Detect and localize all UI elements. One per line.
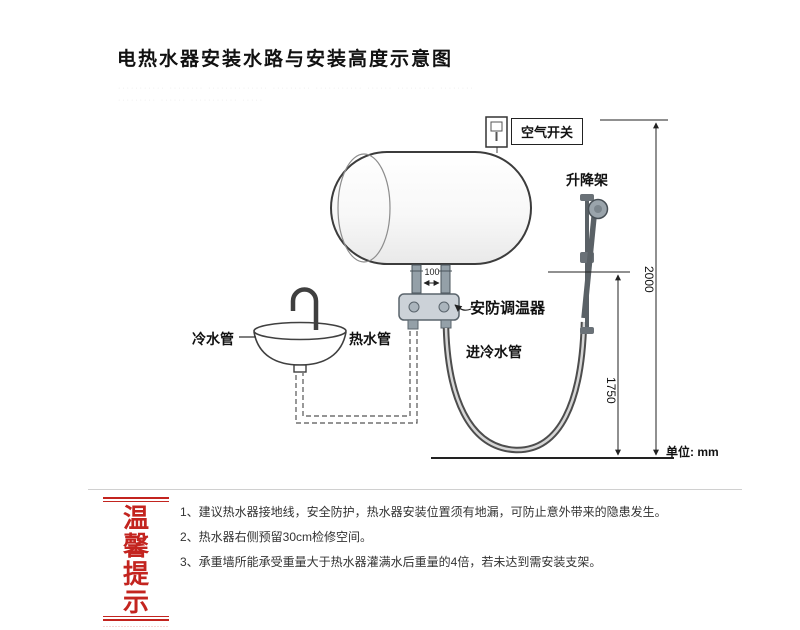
tank-fittings — [410, 264, 452, 294]
shower-rail — [580, 194, 609, 334]
tip-item-3: 3、承重墙所能承受重量大于热水器灌满水后重量的4倍，若未达到需安装支架。 — [180, 555, 602, 569]
stamp-text-bottom: 提示 — [122, 559, 154, 617]
inlet-hose — [442, 321, 588, 454]
dim-2000-value: 2000 — [642, 266, 656, 293]
hot-water-pipe-dashed — [295, 331, 418, 424]
sink-rim — [253, 321, 347, 341]
shower-handle — [581, 216, 597, 319]
dim-1750-value: 1750 — [604, 377, 618, 404]
page: 电热水器安装水路与安装高度示意图 ··········· ········ ··… — [88, 49, 742, 630]
hot-pipe-label: 热水管 — [349, 331, 391, 347]
watermark-line-2: ········· ······ ··········· ····· — [118, 97, 265, 104]
thermostat-valve — [398, 293, 460, 330]
air-switch-icon — [485, 116, 508, 148]
tank-body — [330, 151, 532, 265]
dimension-lines — [431, 119, 674, 459]
tip-item-2: 2、热水器右侧预留30cm检修空间。 — [180, 530, 373, 544]
unit-label: 单位: mm — [666, 445, 719, 459]
stamp-rule-bottom — [103, 619, 169, 621]
air-switch-label: 空气开关 — [511, 118, 584, 145]
stamp-small-text: ························ — [103, 624, 169, 630]
water-heater-tank — [330, 151, 532, 265]
inlet-cold-pipe-label: 进冷水管 — [466, 344, 522, 360]
watermark-line-1: ··········· ········ ·············· ····… — [118, 85, 475, 92]
lift-rack-label: 升降架 — [566, 172, 608, 188]
stamp-rule-top — [103, 497, 169, 499]
installation-diagram — [239, 116, 674, 459]
sink — [253, 287, 347, 373]
thermostat-label: 安防调温器 — [470, 300, 546, 317]
tips-list: 1、建议热水器接地线，安全防护，热水器安装位置须有地漏，可防止意外带来的隐患发生… — [180, 500, 742, 575]
stamp-rule-bottom-thin — [103, 616, 169, 617]
stamp-rule-top-thin — [103, 501, 169, 502]
dim-100-value: 100 — [424, 267, 440, 277]
tips-divider — [88, 489, 742, 490]
sink-drain — [293, 364, 307, 373]
tip-item-1: 1、建议热水器接地线，安全防护，热水器安装位置须有地漏，可防止意外带来的隐患发生… — [180, 505, 667, 519]
thermostat-pointer-arrow — [454, 304, 472, 312]
stamp-text-top: 温馨 — [122, 503, 154, 561]
warm-tips-stamp: 温馨 提示 ························ — [103, 497, 169, 630]
page-title: 电热水器安装水路与安装高度示意图 — [117, 49, 454, 70]
cold-pipe-label: 冷水管 — [192, 331, 234, 347]
tank-end-cap — [337, 153, 391, 263]
faucet — [290, 287, 319, 330]
